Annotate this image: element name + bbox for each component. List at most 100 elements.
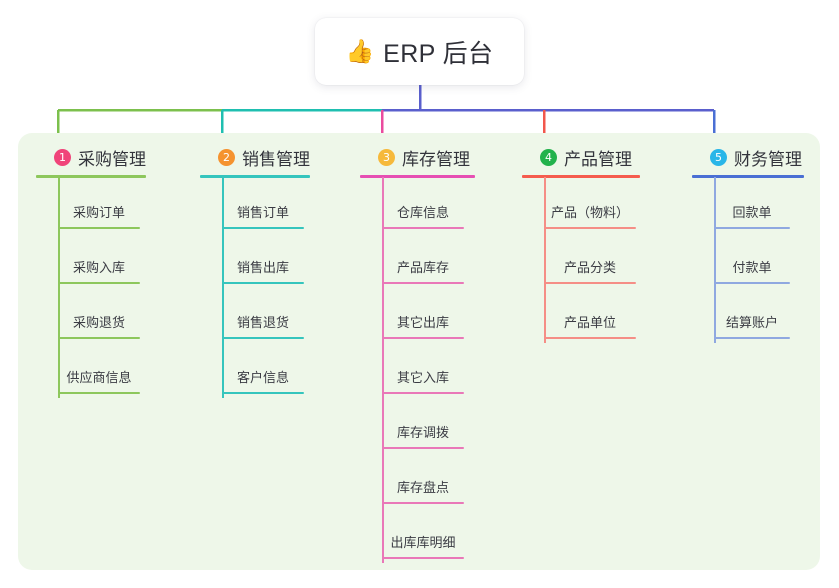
column-number-badge: 5 bbox=[710, 148, 727, 166]
column-rule bbox=[200, 175, 310, 178]
leaf-item[interactable]: 采购订单 bbox=[58, 174, 140, 229]
column-number-badge: 2 bbox=[218, 148, 235, 166]
leaf-label: 产品单位 bbox=[563, 315, 616, 330]
leaf-rule bbox=[714, 282, 790, 284]
column-header-4[interactable]: 4 产品管理 bbox=[522, 143, 682, 171]
leaf-list: 仓库信息产品库存其它出库其它入库库存调拨库存盘点出库库明细 bbox=[360, 177, 520, 563]
leaf-label: 采购退货 bbox=[72, 315, 125, 330]
leaf-label: 供应商信息 bbox=[66, 370, 132, 385]
leaf-label: 采购入库 bbox=[72, 260, 125, 275]
leaf-rule bbox=[222, 337, 304, 339]
leaf-spine bbox=[58, 177, 60, 398]
leaf-item[interactable]: 出库库明细 bbox=[382, 504, 464, 559]
root-node-title: ERP 后台 bbox=[383, 39, 494, 68]
root-node-content: 👍 ERP 后台 bbox=[346, 34, 494, 70]
column-title: 采购管理 bbox=[78, 149, 146, 169]
leaf-spine bbox=[222, 177, 224, 398]
leaf-spine bbox=[714, 177, 716, 343]
thumbs-up-icon: 👍 bbox=[345, 38, 375, 64]
diagram-panel bbox=[18, 133, 820, 570]
leaf-item[interactable]: 其它入库 bbox=[382, 339, 464, 394]
leaf-label: 产品（物料） bbox=[550, 205, 629, 220]
leaf-rule bbox=[222, 227, 304, 229]
leaf-label: 付款单 bbox=[732, 260, 772, 275]
column-header-2[interactable]: 2 销售管理 bbox=[200, 143, 360, 171]
leaf-rule bbox=[58, 282, 140, 284]
leaf-item[interactable]: 产品库存 bbox=[382, 229, 464, 284]
leaf-rule bbox=[58, 227, 140, 229]
column-header-3[interactable]: 3 库存管理 bbox=[360, 143, 520, 171]
leaf-item[interactable]: 产品单位 bbox=[544, 284, 636, 339]
leaf-label: 出库库明细 bbox=[390, 535, 456, 550]
leaf-rule bbox=[382, 447, 464, 449]
leaf-label: 其它入库 bbox=[396, 370, 449, 385]
leaf-item[interactable]: 供应商信息 bbox=[58, 339, 140, 394]
leaf-rule bbox=[382, 502, 464, 504]
leaf-item[interactable]: 客户信息 bbox=[222, 339, 304, 394]
leaf-label: 仓库信息 bbox=[396, 205, 449, 220]
leaf-label: 结算账户 bbox=[725, 315, 778, 330]
leaf-item[interactable]: 库存盘点 bbox=[382, 449, 464, 504]
leaf-item[interactable]: 库存调拨 bbox=[382, 394, 464, 449]
column-header-1[interactable]: 1 采购管理 bbox=[36, 143, 196, 171]
leaf-item[interactable]: 产品分类 bbox=[544, 229, 636, 284]
column-rule bbox=[360, 175, 475, 178]
leaf-rule bbox=[544, 337, 636, 339]
leaf-list: 采购订单采购入库采购退货供应商信息 bbox=[36, 177, 196, 398]
leaf-rule bbox=[382, 282, 464, 284]
column-4: 4 产品管理产品（物料） 产品分类产品单位 bbox=[522, 143, 682, 343]
column-number-badge: 1 bbox=[54, 148, 71, 166]
leaf-rule bbox=[714, 227, 790, 229]
leaf-label: 其它出库 bbox=[396, 315, 449, 330]
leaf-item[interactable]: 结算账户 bbox=[714, 284, 790, 339]
column-number-badge: 4 bbox=[540, 148, 557, 166]
leaf-list: 产品（物料） 产品分类产品单位 bbox=[522, 177, 682, 343]
column-rule bbox=[36, 175, 146, 178]
leaf-label: 库存盘点 bbox=[396, 480, 449, 495]
column-title: 销售管理 bbox=[242, 149, 310, 169]
leaf-spine bbox=[544, 177, 546, 343]
leaf-item[interactable]: 销售订单 bbox=[222, 174, 304, 229]
leaf-rule bbox=[382, 227, 464, 229]
column-header-5[interactable]: 5 财务管理 bbox=[692, 143, 822, 171]
leaf-rule bbox=[544, 282, 636, 284]
leaf-label: 回款单 bbox=[732, 205, 772, 220]
leaf-label: 客户信息 bbox=[236, 370, 289, 385]
leaf-label: 产品库存 bbox=[396, 260, 449, 275]
leaf-label: 销售订单 bbox=[236, 205, 289, 220]
column-title: 产品管理 bbox=[564, 149, 632, 169]
column-rule bbox=[522, 175, 640, 178]
leaf-item[interactable]: 付款单 bbox=[714, 229, 790, 284]
leaf-item[interactable]: 仓库信息 bbox=[382, 174, 464, 229]
leaf-item[interactable]: 其它出库 bbox=[382, 284, 464, 339]
leaf-rule bbox=[382, 557, 464, 559]
leaf-rule bbox=[544, 227, 636, 229]
leaf-item[interactable]: 回款单 bbox=[714, 174, 790, 229]
root-node-card[interactable]: 👍 ERP 后台 bbox=[315, 18, 524, 85]
leaf-rule bbox=[382, 337, 464, 339]
leaf-label: 销售退货 bbox=[236, 315, 289, 330]
leaf-item[interactable]: 产品（物料） bbox=[544, 174, 636, 229]
leaf-label: 库存调拨 bbox=[396, 425, 449, 440]
leaf-rule bbox=[714, 337, 790, 339]
column-5: 5 财务管理回款单付款单结算账户 bbox=[692, 143, 822, 343]
leaf-rule bbox=[58, 392, 140, 394]
leaf-item[interactable]: 销售出库 bbox=[222, 229, 304, 284]
leaf-rule bbox=[58, 337, 140, 339]
column-2: 2 销售管理销售订单销售出库销售退货客户信息 bbox=[200, 143, 360, 398]
leaf-item[interactable]: 销售退货 bbox=[222, 284, 304, 339]
leaf-list: 销售订单销售出库销售退货客户信息 bbox=[200, 177, 360, 398]
leaf-rule bbox=[382, 392, 464, 394]
leaf-label: 采购订单 bbox=[72, 205, 125, 220]
leaf-spine bbox=[382, 177, 384, 563]
leaf-label: 产品分类 bbox=[563, 260, 616, 275]
leaf-item[interactable]: 采购退货 bbox=[58, 284, 140, 339]
column-title: 库存管理 bbox=[402, 149, 470, 169]
leaf-item[interactable]: 采购入库 bbox=[58, 229, 140, 284]
leaf-label: 销售出库 bbox=[236, 260, 289, 275]
column-number-badge: 3 bbox=[378, 148, 395, 166]
column-title: 财务管理 bbox=[734, 149, 802, 169]
leaf-rule bbox=[222, 282, 304, 284]
leaf-rule bbox=[222, 392, 304, 394]
